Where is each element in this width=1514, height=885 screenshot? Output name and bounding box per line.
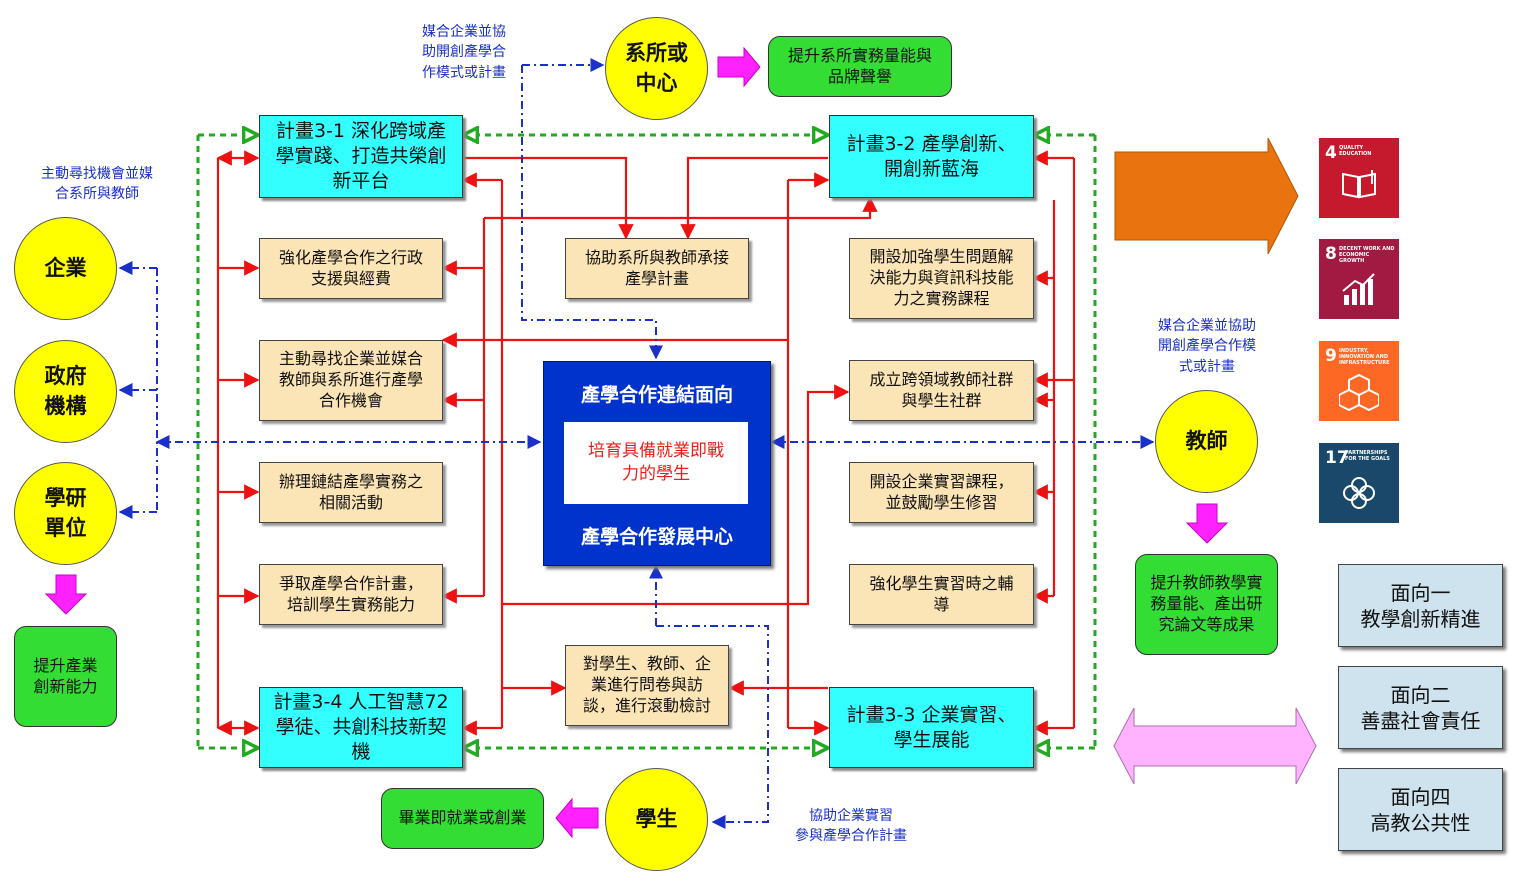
aspect-double-arrow [1113, 707, 1317, 785]
center-title: 產學合作連結面向 [580, 384, 733, 406]
mid-task-top: 協助系所與教師承接 產學計畫 [565, 238, 749, 299]
right-task-1: 開設加強學生問題解 決能力與資訊科技能 力之實務課程 [849, 238, 1034, 319]
outcome-dept: 提升系所實務量能與 品牌聲譽 [768, 36, 952, 97]
plan-3-1: 計畫3-1 深化跨域產 學實踐、打造共榮創 新平台 [259, 115, 463, 198]
note-left: 主動尋找機會並媒 合系所與教師 [41, 166, 153, 203]
aspect-2: 面向二 善盡社會責任 [1338, 666, 1503, 749]
left-task-3: 辦理鏈結產學實務之 相關活動 [259, 462, 443, 523]
sdg-arrow [1114, 137, 1299, 255]
outcome-teacher: 提升教師教學實 務量能、產出研 究論文等成果 [1135, 554, 1278, 655]
circle-government: 政府 機構 [14, 340, 117, 443]
green-dashed-loop [196, 135, 1097, 748]
right-task-2: 成立跨領域教師社群 與學生社群 [849, 360, 1034, 421]
aspect-1: 面向一 教學創新精進 [1338, 564, 1503, 647]
red-connectors [216, 150, 1076, 736]
circle-enterprise: 企業 [14, 217, 117, 320]
outcome-industry: 提升產業 創新能力 [14, 626, 117, 727]
left-task-2: 主動尋找企業並媒合 教師與系所進行產學 合作機會 [259, 340, 443, 421]
plan-3-2: 計畫3-2 產學創新、 開創新藍海 [829, 115, 1034, 198]
plan-3-4: 計畫3-4 人工智慧72 學徒、共創科技新契 機 [259, 687, 463, 768]
plan-3-3: 計畫3-3 企業實習、 學生展能 [829, 687, 1034, 768]
outcome-student: 畢業即就業或創業 [381, 788, 544, 849]
circle-teacher: 教師 [1155, 390, 1258, 493]
mid-task-bottom: 對學生、教師、企 業進行問卷與訪 談，進行滾動檢討 [565, 645, 729, 726]
blue-dashed-connectors [118, 58, 1155, 829]
note-bottom: 協助企業實習 參與產學合作計畫 [795, 808, 907, 845]
center-unit: 產學合作發展中心 [580, 526, 733, 548]
circle-student: 學生 [605, 768, 708, 871]
left-task-1: 強化產學合作之行政 支援與經費 [259, 238, 443, 299]
left-task-4: 爭取產學合作計畫， 培訓學生實務能力 [259, 564, 443, 625]
circle-research: 學研 單位 [14, 462, 117, 565]
center-hub: 產學合作連結面向 培育具備就業即戰 力的學生 產學合作發展中心 [543, 361, 771, 566]
note-top: 媒合企業並協 助開創產學合 作模式或計畫 [422, 24, 506, 81]
aspect-4: 面向四 高教公共性 [1338, 768, 1503, 851]
right-task-4: 強化學生實習時之輔 導 [849, 564, 1034, 625]
outcome-arrows [44, 46, 1229, 839]
center-goal: 培育具備就業即戰 力的學生 [564, 422, 748, 504]
right-task-3: 開設企業實習課程， 並鼓勵學生修習 [849, 462, 1034, 523]
circle-dept: 系所或 中心 [605, 17, 708, 120]
note-right: 媒合企業並協助 開創產學合作模 式或計畫 [1158, 318, 1256, 375]
